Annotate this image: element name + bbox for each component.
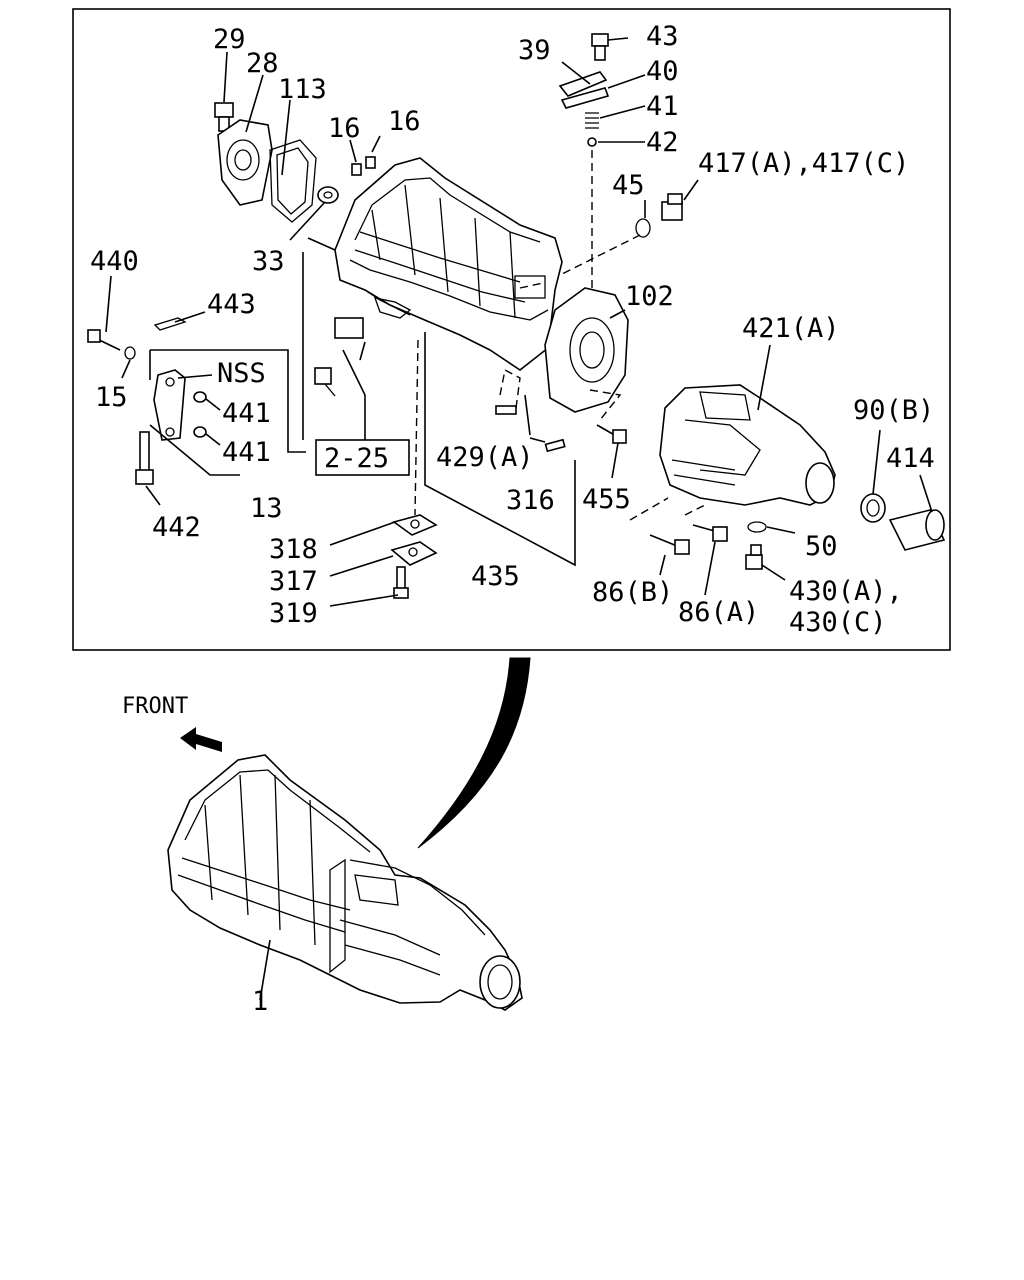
- bracket-2-25: [314, 317, 364, 397]
- label-430c: 430(C): [789, 607, 887, 638]
- bolt-29: [214, 102, 234, 132]
- label-435: 435: [471, 561, 520, 592]
- cover-28: [217, 119, 273, 206]
- label-429a: 429(A): [436, 442, 534, 473]
- label-33: 33: [252, 246, 285, 277]
- label-41: 41: [646, 91, 679, 122]
- label-441-top: 441: [222, 398, 271, 429]
- reference-box: [315, 439, 410, 476]
- gasket-318: [392, 514, 438, 536]
- plug-417: [661, 193, 683, 221]
- label-86a: 86(A): [678, 597, 759, 628]
- clip-443: [153, 317, 187, 331]
- label-43: 43: [646, 21, 679, 52]
- label-90b: 90(B): [853, 395, 934, 426]
- label-441-bottom: 441: [222, 437, 271, 468]
- label-ref-2-25[interactable]: 2-25: [324, 443, 389, 474]
- bolt-319: [393, 566, 409, 599]
- bolt-86a: [692, 524, 728, 542]
- bushing-90b: [860, 493, 886, 523]
- label-nss: NSS: [217, 358, 266, 389]
- label-113: 113: [278, 74, 327, 105]
- label-13: 13: [250, 493, 283, 524]
- label-16-right: 16: [388, 106, 421, 137]
- label-45: 45: [612, 170, 645, 201]
- plug-430: [745, 544, 763, 570]
- label-318: 318: [269, 534, 318, 565]
- label-16-left: 16: [328, 113, 361, 144]
- label-414: 414: [886, 443, 935, 474]
- washer-15: [124, 346, 136, 360]
- gasket-113: [269, 139, 317, 223]
- label-443: 443: [207, 289, 256, 320]
- ball-42: [587, 137, 597, 147]
- label-15: 15: [95, 382, 128, 413]
- bushing-441a: [193, 391, 207, 403]
- assembly-arrow: [417, 657, 531, 849]
- label-417: 417(A),417(C): [698, 148, 909, 179]
- label-455: 455: [582, 484, 631, 515]
- washer-50: [747, 521, 767, 533]
- bracket-13: [153, 369, 186, 441]
- bolt-440: [87, 329, 121, 351]
- label-316: 316: [506, 485, 555, 516]
- label-39: 39: [518, 35, 551, 66]
- dust-cover-414: [888, 509, 946, 551]
- key-316: [544, 438, 566, 453]
- stud-442: [135, 431, 154, 485]
- label-440: 440: [90, 246, 139, 277]
- label-86b: 86(B): [592, 577, 673, 608]
- label-1: 1: [252, 986, 268, 1017]
- adapter-plate-102: [544, 287, 629, 413]
- bolt-86b: [649, 534, 690, 555]
- bracket-group-box: [150, 349, 306, 453]
- assembled-transmission: [167, 754, 523, 1011]
- ring-45: [635, 218, 651, 238]
- dowel-429a: [495, 405, 517, 415]
- plug-16: [351, 156, 376, 176]
- transmission-case: [334, 157, 563, 371]
- seal-33: [317, 186, 339, 204]
- label-front: FRONT: [122, 694, 188, 719]
- label-421a: 421(A): [742, 313, 840, 344]
- label-430a: 430(A),: [789, 576, 903, 607]
- label-317: 317: [269, 566, 318, 597]
- label-319: 319: [269, 598, 318, 629]
- bushing-441b: [193, 426, 207, 438]
- label-50: 50: [805, 531, 838, 562]
- diagram-frame: [72, 8, 951, 651]
- bolt-455: [596, 424, 627, 444]
- leader-lines: [105, 37, 933, 607]
- label-28: 28: [246, 48, 279, 79]
- extension-housing-421: [659, 384, 836, 506]
- lever-39-40: [558, 71, 610, 109]
- label-40: 40: [646, 56, 679, 87]
- plate-317: [390, 541, 438, 566]
- label-102: 102: [625, 281, 674, 312]
- spring-41: [585, 112, 599, 129]
- label-29: 29: [213, 24, 246, 55]
- label-42: 42: [646, 127, 679, 158]
- front-arrow-icon: [180, 727, 222, 752]
- plug-43: [591, 33, 609, 61]
- label-442: 442: [152, 512, 201, 543]
